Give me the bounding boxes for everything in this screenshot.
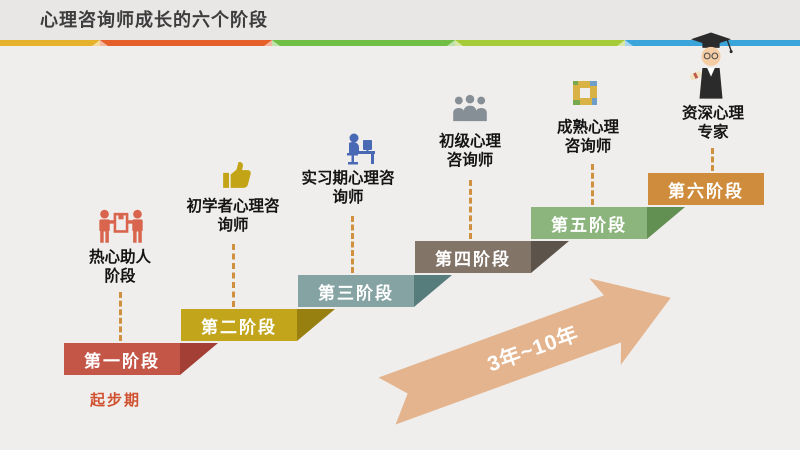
dashed-connector: [119, 292, 122, 341]
accent-chevron: [264, 40, 280, 46]
timeline-arrow-shape: [378, 278, 671, 425]
stage-bar-fold: [180, 343, 218, 375]
two-people-carrying-box-icon: [95, 208, 147, 253]
accent-segment-gold: [0, 40, 100, 46]
three-people-icon: [450, 94, 490, 127]
dashed-connector: [711, 148, 714, 171]
accent-segment-orange: [100, 40, 272, 46]
stage-label: 实习期心理咨 询师: [301, 170, 395, 206]
thumbs-up-icon: [221, 160, 251, 195]
stage-bar: 第三阶段: [298, 275, 414, 307]
stage-bar-fold: [414, 275, 452, 307]
page-title: 心理咨询师成长的六个阶段: [40, 10, 268, 30]
accent-chevron: [617, 40, 633, 46]
stage-bar: 第二阶段: [181, 309, 297, 341]
stage-bar-fold: [531, 241, 569, 273]
dashed-connector: [469, 180, 472, 239]
stage-label: 初级心理 咨询师: [438, 133, 501, 169]
start-phase-note: 起步期: [90, 392, 142, 409]
stage-label: 初学者心理咨 询师: [186, 198, 280, 234]
stage-label: 热心助人 阶段: [88, 249, 151, 285]
person-at-desk-icon: [342, 132, 378, 171]
stage-bar: 第五阶段: [531, 207, 647, 239]
timeline-arrow: 3年~10年: [378, 278, 671, 425]
accent-chevron: [447, 40, 463, 46]
stage-bar-fold: [297, 309, 335, 341]
dashed-connector: [591, 164, 594, 205]
stage-label: 成熟心理 咨询师: [556, 119, 619, 155]
accent-line: [0, 40, 800, 46]
dashed-connector: [351, 216, 354, 273]
dashed-connector: [232, 244, 235, 307]
accent-chevron: [92, 40, 108, 46]
graduate-expert-icon: [688, 31, 734, 108]
stage-bar-fold: [647, 207, 685, 239]
accent-segment-lime: [455, 40, 625, 46]
stage-bar: 第四阶段: [415, 241, 531, 273]
stage-label: 资深心理 专家: [681, 105, 744, 141]
stage-bar: 第六阶段: [648, 173, 764, 205]
title-bar: 心理咨询师成长的六个阶段: [0, 0, 800, 40]
stage-bar: 第一阶段: [64, 343, 180, 375]
accent-segment-green: [272, 40, 455, 46]
four-hands-teamwork-icon: [565, 73, 605, 118]
